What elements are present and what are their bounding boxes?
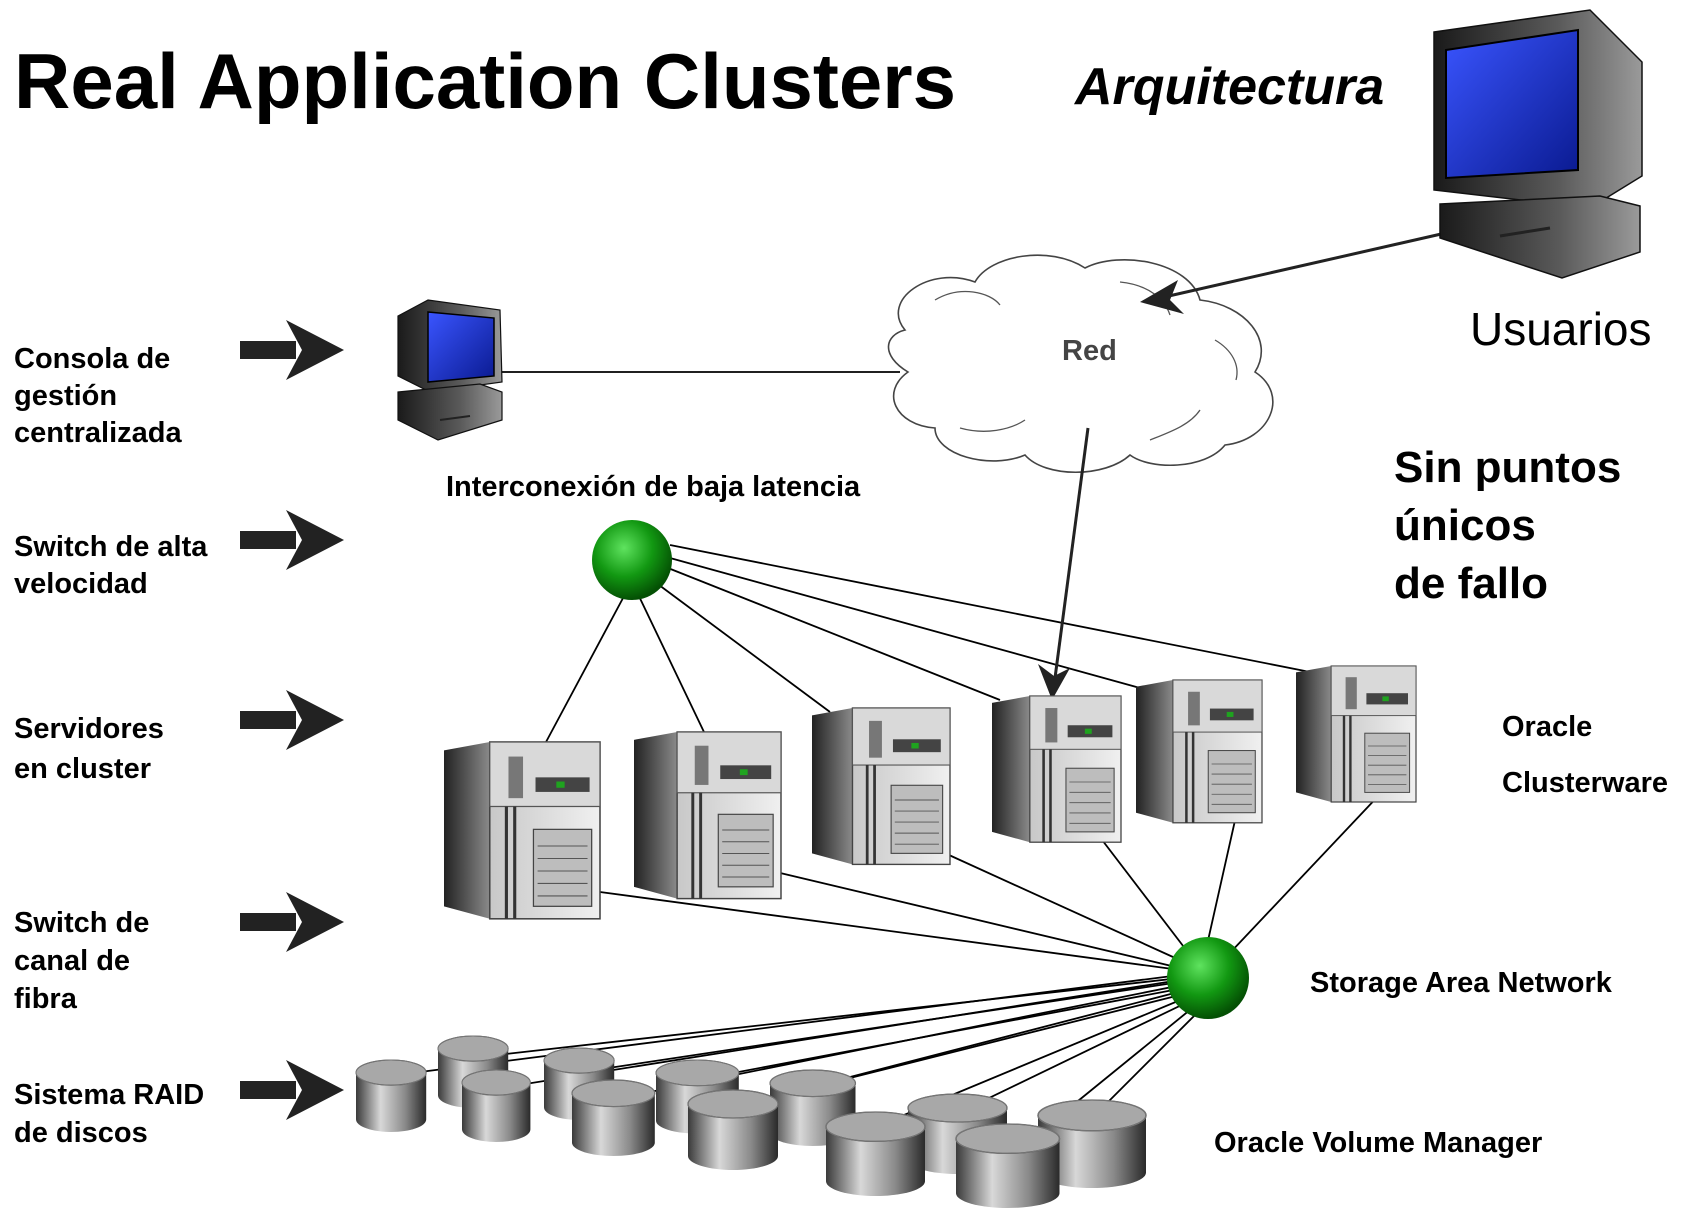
left-labels: Consola de gestión centralizada Switch d… [14,343,208,1149]
server-icon [990,694,1123,844]
server-icon [1134,678,1264,825]
no-spof-line: únicos [1394,501,1536,550]
disk-icon [825,1111,926,1197]
disk-icon [461,1069,531,1143]
server-cluster [442,664,1418,921]
network-label: Red [1062,335,1117,367]
high-speed-switch-node-icon [592,520,672,600]
raid-label-line: de discos [14,1117,148,1149]
arrow-icon [240,510,344,570]
server-icon [1294,664,1418,804]
server-icon [632,730,783,901]
arrow-icon [240,690,344,750]
console-label-line: gestión [14,380,117,412]
servers-label-line: en cluster [14,753,151,785]
raid-disks [355,1035,1147,1209]
no-spof-callout: Sin puntos únicos de fallo [1394,443,1621,608]
left-arrows [240,320,344,1120]
volume-manager-label: Oracle Volume Manager [1214,1127,1542,1159]
page-title: Real Application Clusters [14,37,956,125]
network-arrow [1038,427,1090,700]
clusterware-label-line: Oracle [1502,711,1592,743]
san-label: Storage Area Network [1310,967,1613,999]
disk-icon [955,1123,1061,1209]
users-arrow [1140,230,1451,314]
page-subtitle: Arquitectura [1073,58,1384,116]
console-label-line: centralizada [14,417,182,449]
disk-icon [687,1089,779,1171]
users-label: Usuarios [1470,303,1652,355]
console-label-line: Consola de [14,343,170,375]
disk-icon [571,1079,656,1157]
fibre-switch-label-line: Switch de [14,907,149,939]
arrow-icon [240,1060,344,1120]
san-node-icon [1167,937,1249,1019]
server-icon [810,706,952,866]
raid-label-line: Sistema RAID [14,1079,204,1111]
switch-label-line: velocidad [14,568,148,600]
fibre-switch-label-line: canal de [14,945,130,977]
console-monitor-icon [397,299,503,441]
clusterware-label-line: Clusterware [1502,767,1668,799]
switch-label-line: Switch de alta [14,531,208,563]
arrow-icon [240,320,344,380]
server-icon [442,740,602,921]
users-monitor-icon [1433,9,1643,279]
arrow-icon [240,892,344,952]
no-spof-line: Sin puntos [1394,443,1621,492]
servers-label-line: Servidores [14,713,164,745]
fibre-switch-label-line: fibra [14,983,78,1015]
no-spof-line: de fallo [1394,559,1548,608]
interconnect-label: Interconexión de baja latencia [446,471,861,503]
disk-icon [355,1059,427,1133]
